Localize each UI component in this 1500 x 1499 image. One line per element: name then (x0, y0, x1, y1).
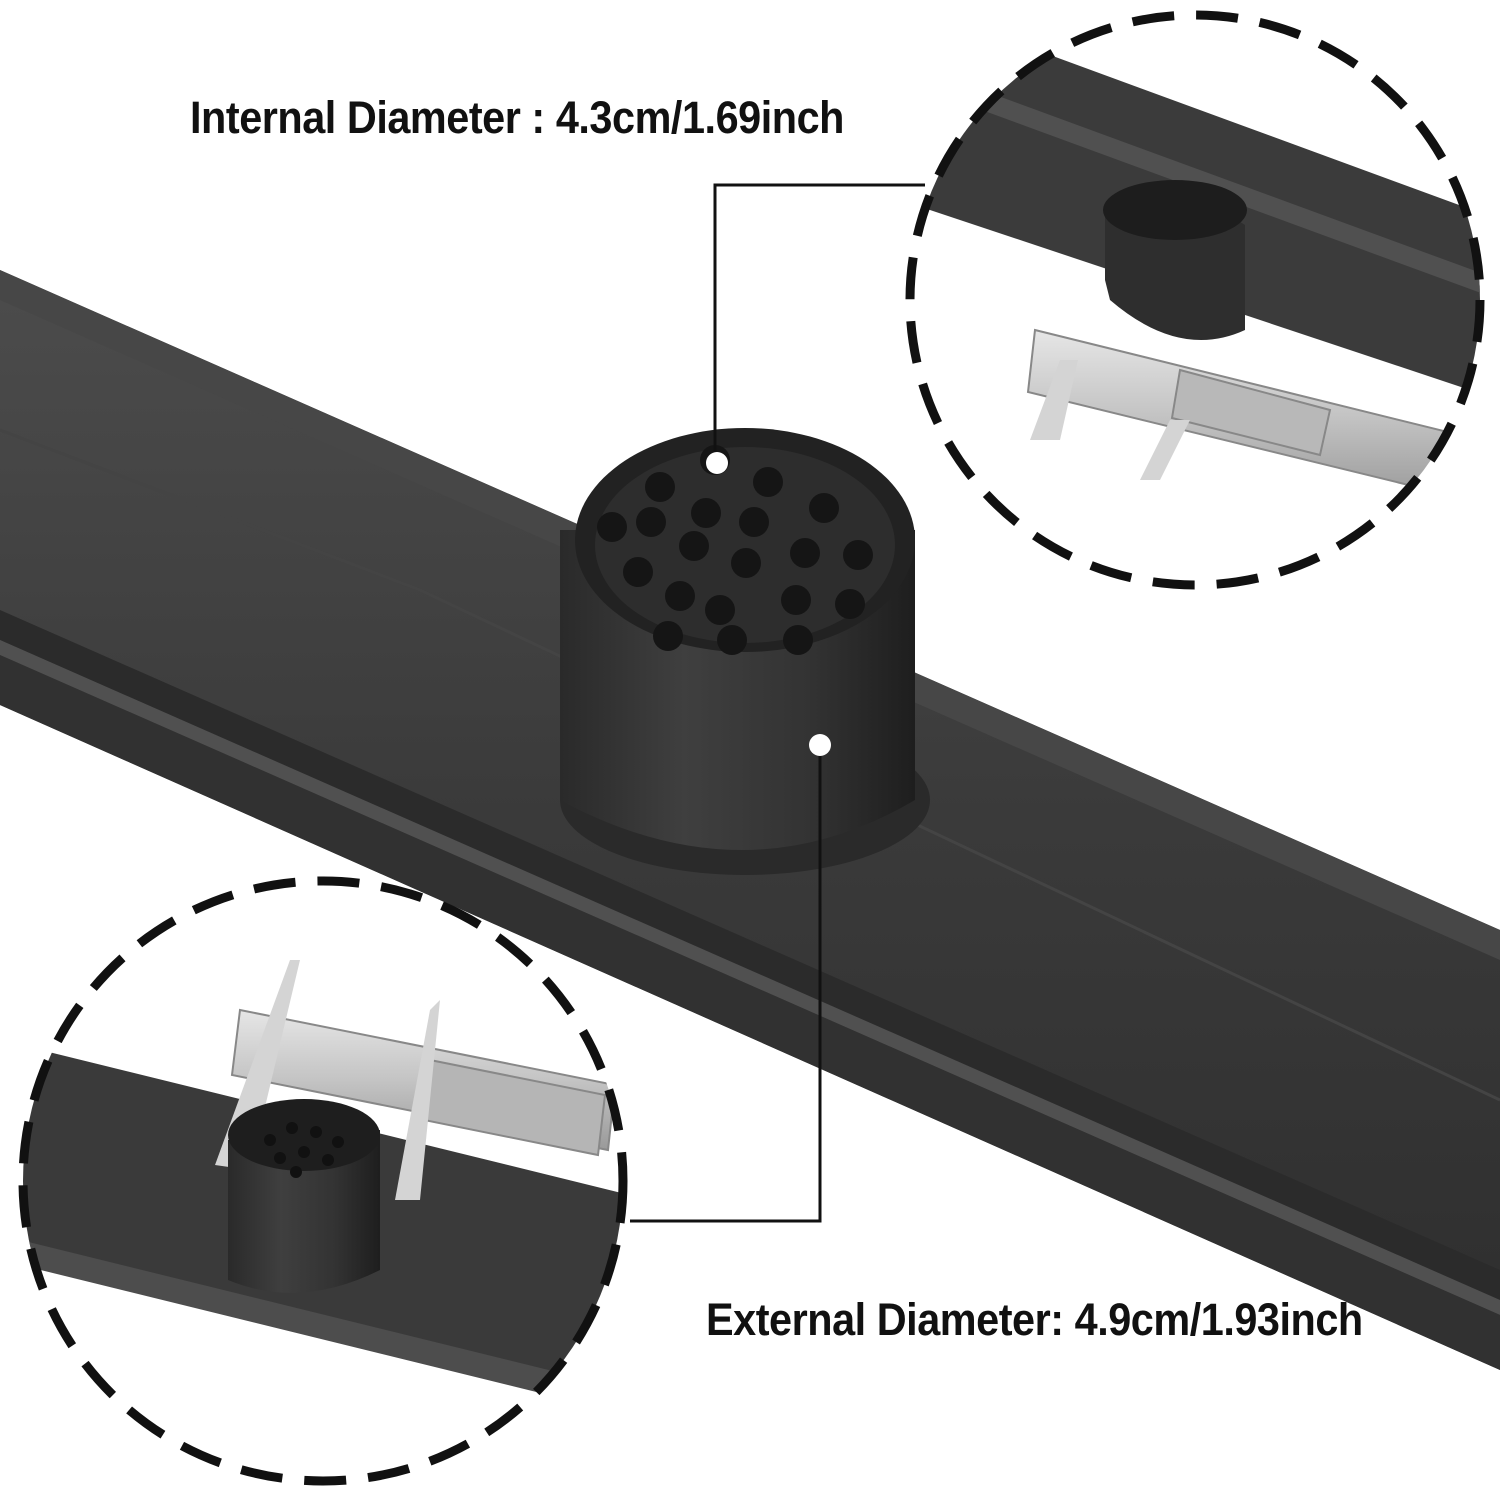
internal-marker-dot (706, 452, 728, 474)
caliper-bottom (215, 960, 617, 1200)
inset-bottom (18, 876, 628, 1486)
internal-diameter-value: 4.3cm/1.69inch (555, 92, 845, 143)
drain-outlet (560, 428, 930, 875)
callout-lines (630, 183, 925, 1223)
inset-top (905, 10, 1485, 590)
external-marker-dot (809, 734, 831, 756)
caliper-top (1026, 328, 1480, 502)
external-diameter-value: 4.9cm/1.93inch (1074, 1294, 1364, 1345)
internal-diameter-title: Internal Diameter : (190, 92, 545, 143)
external-diameter-caption-onpage: External Diameter: 4.9cm/1.93inch (706, 1294, 1363, 1346)
external-diameter-title: External Diameter: (706, 1294, 1064, 1345)
internal-diameter-label: Internal Diameter : 4.3cm/1.69inch (190, 92, 844, 144)
